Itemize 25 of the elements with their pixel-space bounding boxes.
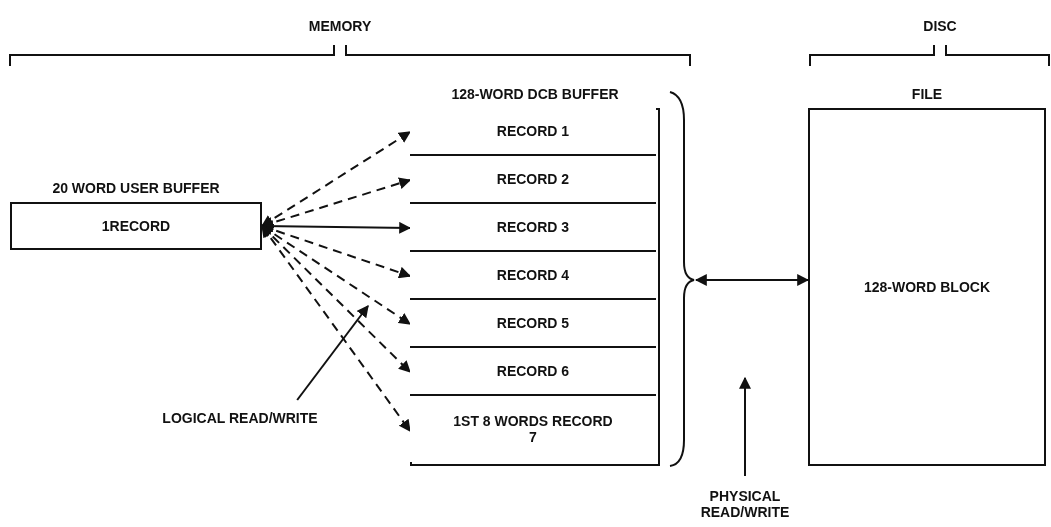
buffer-heading: 128-WORD DCB BUFFER	[450, 86, 620, 102]
record-label: RECORD 4	[495, 267, 571, 283]
leader-arrow	[739, 376, 751, 477]
record-label: RECORD 5	[495, 315, 571, 331]
annotation-text: LOGICAL READ/WRITE	[110, 406, 370, 430]
record-row	[410, 252, 656, 300]
section-label: DISC	[922, 18, 958, 34]
record-row	[410, 204, 656, 252]
buffer-heading: FILE	[910, 86, 944, 102]
arrow	[261, 131, 411, 227]
record-label: RECORD 2	[495, 171, 571, 187]
record-label: RECORD 3	[495, 219, 571, 235]
record-label: RECORD 6	[495, 363, 571, 379]
buffer-heading: 20 WORD USER BUFFER	[51, 180, 221, 196]
record-row	[410, 156, 656, 204]
record-row	[410, 348, 656, 396]
section-label: MEMORY	[307, 18, 373, 34]
record-label: RECORD 1	[495, 123, 571, 139]
leader-arrow	[296, 305, 369, 401]
record-label: 1ST 8 WORDS RECORD 7	[452, 413, 614, 445]
annotation-text: PHYSICAL READ/WRITE	[680, 484, 810, 524]
arrow	[694, 274, 810, 286]
buffer-content: 1RECORD	[101, 218, 171, 234]
buffer-content: 128-WORD BLOCK	[864, 279, 990, 295]
record-row	[410, 300, 656, 348]
